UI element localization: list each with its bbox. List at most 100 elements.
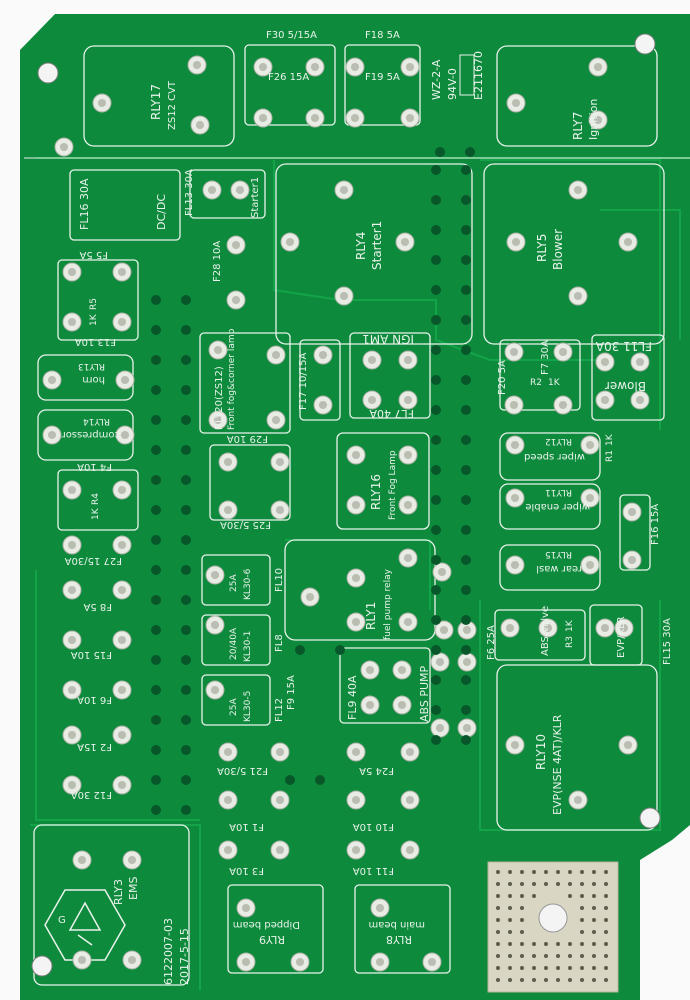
thermal-via bbox=[568, 870, 572, 874]
label-rly5: RLY5 bbox=[535, 234, 549, 262]
label-fl11: FL11 30A bbox=[595, 339, 652, 353]
label-rly15: RLY15 bbox=[545, 549, 572, 559]
pad-hole bbox=[192, 60, 202, 70]
pad-hole bbox=[375, 903, 385, 913]
pad-hole bbox=[405, 795, 415, 805]
via bbox=[461, 435, 471, 445]
pad-hole bbox=[339, 291, 349, 301]
pad-hole bbox=[67, 685, 77, 695]
thermal-via bbox=[496, 978, 500, 982]
thermal-via bbox=[520, 930, 524, 934]
label-rly17: RLY17 bbox=[149, 84, 163, 120]
via bbox=[431, 225, 441, 235]
via bbox=[431, 615, 441, 625]
pad-hole bbox=[397, 700, 407, 710]
label-rly3: RLY3 bbox=[112, 879, 125, 905]
pad-hole bbox=[77, 855, 87, 865]
label-f5: F5 5A bbox=[79, 249, 108, 260]
label-f29: F29 10A bbox=[227, 433, 268, 444]
pad-hole bbox=[275, 747, 285, 757]
thermal-via bbox=[604, 942, 608, 946]
thermal-via bbox=[568, 942, 572, 946]
pad-hole bbox=[405, 62, 415, 72]
pad-hole bbox=[509, 347, 519, 357]
pad-hole bbox=[67, 267, 77, 277]
pad-hole bbox=[231, 295, 241, 305]
label-fl10: FL10 bbox=[274, 568, 285, 592]
thermal-via bbox=[580, 870, 584, 874]
label-rly12: RLY12 bbox=[545, 436, 572, 446]
thermal-via bbox=[592, 978, 596, 982]
pad-hole bbox=[310, 113, 320, 123]
label-rly7: RLY7 bbox=[571, 112, 585, 140]
via bbox=[181, 505, 191, 515]
thermal-via bbox=[568, 954, 572, 958]
via bbox=[461, 585, 471, 595]
pad-hole bbox=[213, 415, 223, 425]
via bbox=[461, 315, 471, 325]
label-rly5-sub: Blower bbox=[551, 229, 565, 270]
via bbox=[431, 705, 441, 715]
thermal-via bbox=[568, 978, 572, 982]
pad-hole bbox=[223, 747, 233, 757]
pad-hole bbox=[59, 142, 69, 152]
thermal-via bbox=[592, 894, 596, 898]
label-f16-15: F16 15A bbox=[650, 504, 661, 545]
thermal-via bbox=[508, 942, 512, 946]
label-kl30-1: KL30-1 bbox=[243, 631, 253, 662]
pad-hole bbox=[223, 795, 233, 805]
label-rly9: RLY9 bbox=[259, 933, 285, 946]
via bbox=[431, 285, 441, 295]
via bbox=[181, 445, 191, 455]
pad-hole bbox=[593, 115, 603, 125]
label-rly13: RLY13 bbox=[78, 361, 105, 371]
heatsink-pad bbox=[487, 861, 619, 993]
label-rly1-sub: fuel pump relay bbox=[383, 568, 393, 640]
thermal-via bbox=[556, 882, 560, 886]
via bbox=[151, 475, 161, 485]
label-f27: F27 15/30A bbox=[65, 555, 122, 566]
pad-hole bbox=[117, 317, 127, 327]
via bbox=[181, 685, 191, 695]
thermal-via bbox=[520, 942, 524, 946]
via bbox=[431, 405, 441, 415]
label-kl30-6: KL30-6 bbox=[243, 568, 253, 600]
thermal-via bbox=[544, 942, 548, 946]
via bbox=[431, 735, 441, 745]
via bbox=[461, 645, 471, 655]
label-rly8-sub: main beam bbox=[368, 919, 425, 930]
thermal-via bbox=[544, 882, 548, 886]
via bbox=[431, 675, 441, 685]
label-rly12-sub: wiper speed bbox=[524, 451, 585, 462]
pad-hole bbox=[462, 723, 472, 733]
label-r5k: 1K bbox=[89, 313, 99, 326]
label-abs-valve: ABS Valve bbox=[540, 606, 551, 656]
pad-hole bbox=[367, 395, 377, 405]
thermal-via bbox=[532, 870, 536, 874]
thermal-via bbox=[496, 966, 500, 970]
pad-hole bbox=[403, 553, 413, 563]
pad-hole bbox=[437, 567, 447, 577]
thermal-via bbox=[604, 918, 608, 922]
pad-hole bbox=[462, 625, 472, 635]
via bbox=[181, 595, 191, 605]
thermal-via bbox=[496, 942, 500, 946]
label-rly14-sub: compressor bbox=[61, 429, 120, 440]
label-f19: F19 5A bbox=[365, 72, 400, 83]
via bbox=[151, 385, 161, 395]
pad-hole bbox=[213, 345, 223, 355]
label-f3: F3 10A bbox=[229, 865, 264, 876]
label-rly20: RLY20(ZS12) bbox=[214, 366, 225, 430]
pad-hole bbox=[400, 237, 410, 247]
label-rly16-sub: Front Fog Lamp bbox=[388, 450, 398, 520]
via bbox=[461, 345, 471, 355]
pad-hole bbox=[241, 957, 251, 967]
thermal-via bbox=[580, 882, 584, 886]
pad-hole bbox=[510, 493, 520, 503]
pad-hole bbox=[210, 570, 220, 580]
pad-hole bbox=[231, 240, 241, 250]
label-f1: F1 10A bbox=[229, 821, 264, 832]
thermal-via bbox=[508, 966, 512, 970]
via bbox=[151, 325, 161, 335]
